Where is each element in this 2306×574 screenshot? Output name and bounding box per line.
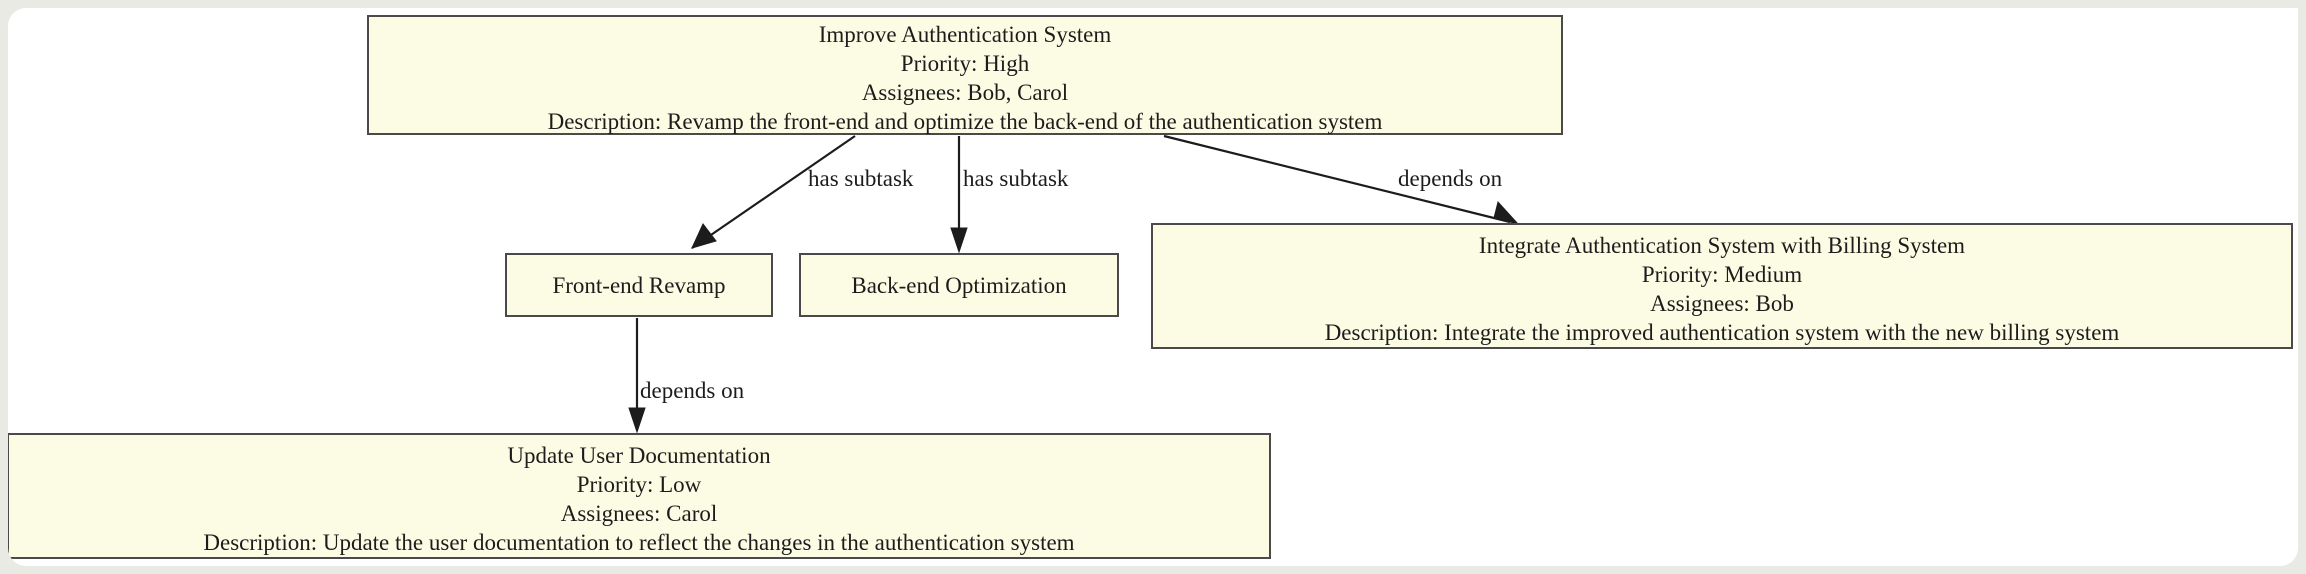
node-front-end-revamp[interactable]: Front-end Revamp (505, 253, 773, 317)
node-assignees: Assignees: Carol (561, 501, 718, 526)
edge-improve-to-backend[interactable]: has subtask (950, 136, 1069, 254)
node-description: Description: Revamp the front-end and op… (548, 109, 1383, 134)
node-improve-authentication-system[interactable]: Improve Authentication System Priority: … (367, 15, 1563, 135)
node-box (8, 433, 1271, 559)
node-integrate-authentication-system-with-billing-system[interactable]: Integrate Authentication System with Bil… (1151, 223, 2293, 349)
diagram-card: has subtask has subtask depends on depen… (8, 8, 2298, 566)
node-description: Description: Integrate the improved auth… (1325, 320, 2120, 345)
arrowhead-icon (628, 407, 646, 434)
edge-label-depends-on-integrate: depends on (1398, 166, 1503, 191)
edge-label-has-subtask-frontend: has subtask (808, 166, 914, 191)
node-title: Back-end Optimization (851, 273, 1067, 298)
node-box (1151, 223, 2293, 349)
node-back-end-optimization[interactable]: Back-end Optimization (799, 253, 1119, 317)
edge-label-depends-on-update: depends on (640, 378, 745, 403)
task-dependency-diagram: has subtask has subtask depends on depen… (8, 15, 2293, 559)
arrowhead-icon (1493, 200, 1520, 225)
edge-improve-to-integrate[interactable]: depends on (1163, 134, 1520, 225)
arrowhead-icon (691, 223, 717, 249)
arrowhead-icon (950, 227, 968, 254)
node-title: Update User Documentation (507, 443, 771, 468)
edge-label-has-subtask-backend: has subtask (963, 166, 1069, 191)
node-description: Description: Update the user documentati… (203, 530, 1074, 555)
edge-frontend-to-update[interactable]: depends on (628, 318, 745, 434)
node-priority: Priority: Low (577, 472, 702, 497)
edge-line (1163, 134, 1511, 224)
node-box (799, 253, 1119, 317)
node-box (367, 15, 1563, 135)
node-title: Improve Authentication System (819, 22, 1112, 47)
node-box (505, 253, 773, 317)
node-priority: Priority: High (901, 51, 1030, 76)
node-title: Front-end Revamp (552, 273, 725, 298)
edge-improve-to-frontend[interactable]: has subtask (691, 135, 914, 249)
node-assignees: Assignees: Bob, Carol (862, 80, 1068, 105)
edge-line (691, 135, 856, 249)
node-title: Integrate Authentication System with Bil… (1479, 233, 1965, 258)
node-assignees: Assignees: Bob (1650, 291, 1794, 316)
edge-group: has subtask has subtask depends on depen… (628, 134, 1520, 434)
node-priority: Priority: Medium (1642, 262, 1802, 287)
node-update-user-documentation[interactable]: Update User Documentation Priority: Low … (8, 433, 1271, 559)
